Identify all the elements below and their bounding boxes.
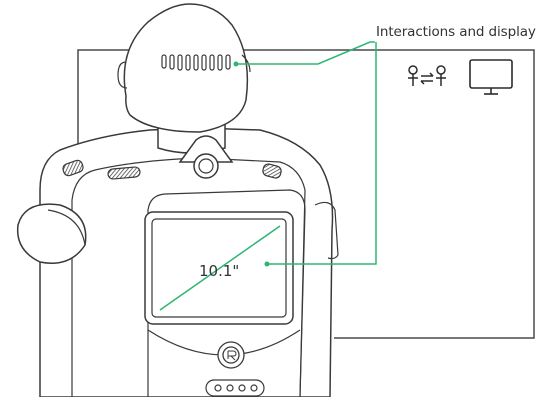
head-callout-dot bbox=[234, 62, 239, 67]
robot-chest-logo bbox=[218, 342, 244, 368]
robot-ports bbox=[206, 380, 264, 396]
monitor-icon bbox=[470, 60, 512, 94]
head-vent-slots bbox=[162, 55, 230, 70]
robot-head bbox=[118, 4, 250, 132]
screen-size-label: 10.1" bbox=[199, 262, 239, 280]
interactions-and-display-label: Interactions and display bbox=[376, 24, 536, 40]
people-exchange-icon bbox=[408, 66, 446, 86]
robot-screen: 10.1" bbox=[145, 212, 293, 324]
